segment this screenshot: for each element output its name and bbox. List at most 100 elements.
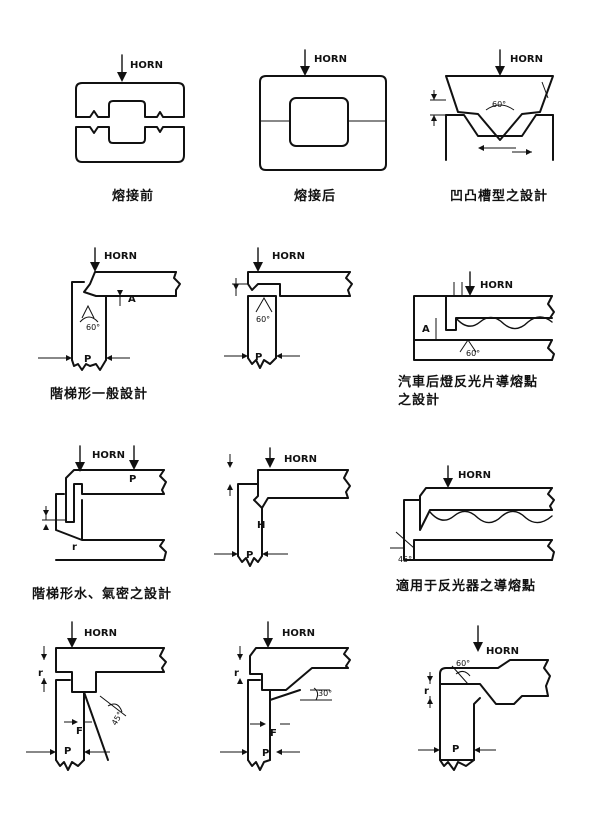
reflector-teeth	[455, 316, 553, 330]
dim-arrow	[262, 551, 268, 557]
label-r: r	[72, 542, 77, 553]
diagram-before-welding: HORN 熔接前	[75, 54, 185, 204]
break-line	[159, 469, 167, 495]
label-h: H	[257, 520, 265, 531]
angle-label-45: 45°	[110, 710, 125, 727]
angle-lines	[390, 531, 415, 549]
angle-label-60: 60°	[256, 315, 270, 324]
dim-arrow	[427, 676, 433, 682]
dim-arrow	[276, 353, 282, 359]
dim-arrow	[276, 749, 282, 755]
welded-body	[259, 75, 387, 171]
caption-tongue-groove: 凹凸槽型之設計	[450, 188, 548, 204]
upper-part	[55, 647, 165, 693]
break-line	[547, 539, 555, 561]
diagram-shear-45: HORN r F 45° P	[26, 621, 167, 771]
diagram-shear-30: HORN r 30° F P	[220, 621, 351, 771]
angle-lines	[459, 339, 477, 353]
break-line	[247, 759, 271, 771]
horn-arrow-head	[67, 638, 77, 648]
break-line	[55, 759, 85, 771]
dim-arrow	[434, 747, 440, 753]
horn-arrow-head	[300, 66, 310, 76]
dim-arrow	[431, 94, 437, 100]
dim-arrow	[106, 355, 112, 361]
lower-part	[55, 679, 109, 761]
horn-label: HORN	[314, 54, 347, 65]
label-p: P	[84, 354, 91, 365]
horn-label: HORN	[84, 628, 117, 639]
lower-housing	[403, 499, 553, 561]
label-r: r	[424, 686, 429, 697]
dim-arrow	[117, 290, 123, 296]
dim-arrow	[43, 510, 49, 516]
horn-arrow-head	[253, 262, 263, 272]
label-r: r	[234, 668, 239, 679]
caption-step-general: 階梯形一般設計	[50, 386, 148, 402]
dim-arrow	[526, 149, 532, 155]
upper-part	[439, 659, 549, 705]
horn-label: HORN	[510, 54, 543, 65]
break-line	[345, 271, 353, 297]
lower-part	[247, 295, 277, 359]
caption-after-welding: 熔接后	[294, 188, 336, 204]
horn-arrow-head	[90, 262, 100, 272]
horn-label: HORN	[272, 251, 305, 262]
angle-lines	[300, 687, 332, 701]
lower-housing	[413, 295, 553, 361]
angle-lines	[81, 304, 95, 319]
dim-tick	[541, 81, 549, 99]
diagram-step-watertight: HORN P r 階梯形水、氣密之設計	[32, 445, 172, 602]
break-line	[343, 647, 351, 669]
diagram-step-general: HORN A 60° P 階梯形一般設計	[38, 247, 181, 402]
upper-part	[75, 82, 185, 118]
angle-label-60: 60°	[456, 659, 470, 668]
caption-before-welding: 熔接前	[112, 188, 154, 204]
label-p: P	[255, 352, 262, 363]
angle-label-60: 60°	[86, 323, 100, 332]
lower-part	[55, 493, 165, 561]
dim-arrow	[72, 719, 78, 725]
horn-label: HORN	[130, 60, 163, 71]
horn-arrow-head	[117, 72, 127, 82]
upper-part	[65, 469, 165, 523]
diagram-reflector: HORN 45° 適用于反光器之導熔點	[390, 465, 555, 594]
diagram-step-variant: HORN 60° P	[224, 247, 353, 369]
horn-arrow-head	[465, 286, 475, 296]
dim-arrow	[227, 484, 233, 490]
label-p: P	[262, 748, 269, 759]
dim-arrow	[233, 284, 239, 290]
dim-arrow	[237, 654, 243, 660]
label-p: P	[452, 744, 459, 755]
dim-arrow	[84, 749, 90, 755]
upper-lens	[445, 295, 553, 331]
caption-step-watertight: 階梯形水、氣密之設計	[32, 586, 172, 602]
horn-label: HORN	[104, 251, 137, 262]
angle-label-30: 30°	[318, 689, 332, 698]
groove-sides	[445, 114, 554, 161]
upper-part	[247, 271, 351, 297]
pressure-arrow-head	[129, 460, 139, 470]
caption-tail-light-line1: 汽車后燈反光片導熔點	[398, 374, 538, 390]
horn-label: HORN	[284, 454, 317, 465]
dim-arrow	[50, 749, 56, 755]
upper-lens	[419, 487, 553, 531]
lower-part	[75, 126, 185, 163]
label-a: A	[422, 324, 430, 335]
dim-arrow	[227, 462, 233, 468]
label-p: P	[129, 474, 136, 485]
break-line	[547, 487, 555, 511]
reflector-teeth	[429, 510, 553, 524]
tongue-part	[445, 75, 554, 141]
horn-arrow-head	[495, 66, 505, 76]
label-p: P	[64, 746, 71, 757]
dim-arrow	[41, 654, 47, 660]
caption-tail-light-line2: 之設計	[398, 392, 440, 408]
horn-label: HORN	[458, 470, 491, 481]
dim-arrow	[66, 355, 72, 361]
break-line	[439, 759, 475, 771]
angle-lines	[451, 665, 471, 685]
upper-part	[253, 469, 349, 509]
diagram-step-h: HORN H P	[214, 447, 351, 567]
